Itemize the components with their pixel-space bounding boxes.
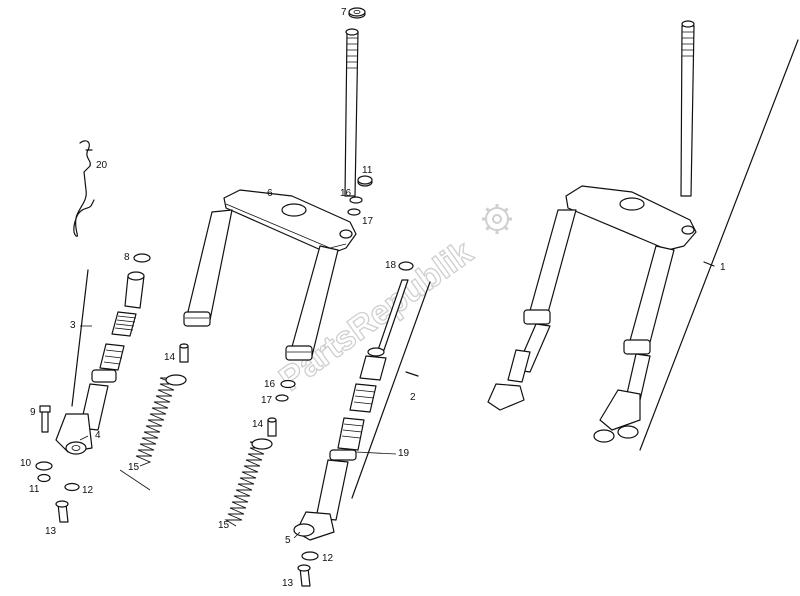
label-11-upper: 11 (362, 165, 373, 176)
label-4: 4 (95, 430, 101, 441)
part-labels: 1 2 3 4 5 6 7 8 9 10 11 11 12 12 13 13 1… (20, 7, 726, 589)
hardware-16-17-middle (275, 379, 296, 402)
label-16-middle: 16 (264, 379, 276, 390)
label-15-middle: 15 (218, 520, 230, 531)
leader-lines (79, 325, 397, 539)
assembled-fork-1 (487, 20, 799, 451)
wire-clip-20 (73, 140, 95, 237)
label-15-left: 15 (128, 462, 140, 473)
label-13-left: 13 (45, 526, 57, 537)
label-13-bottom: 13 (282, 578, 294, 589)
label-14-middle: 14 (252, 419, 264, 430)
label-18: 18 (385, 260, 397, 271)
label-12-left: 12 (82, 485, 94, 496)
label-14-left: 14 (164, 352, 176, 363)
watermark-gear-icon (482, 204, 512, 234)
label-2: 2 (410, 392, 416, 403)
label-3: 3 (70, 320, 76, 331)
spring-15-left (135, 374, 187, 467)
label-9: 9 (30, 407, 36, 418)
label-1: 1 (720, 262, 726, 273)
label-17-middle: 17 (261, 395, 273, 406)
label-10: 10 (20, 458, 32, 469)
label-19: 19 (398, 448, 410, 459)
hardware-left (35, 405, 80, 523)
fork-leg-2 (293, 261, 431, 541)
spring-15-right (224, 438, 273, 527)
upper-fork-assembly (183, 7, 366, 361)
label-5: 5 (285, 535, 291, 546)
hardware-11-16-17-upper (347, 175, 373, 216)
nut-7 (348, 7, 366, 19)
label-20: 20 (96, 160, 108, 171)
label-7: 7 (341, 7, 347, 18)
label-11-left: 11 (29, 484, 40, 495)
label-16-upper: 16 (340, 188, 352, 199)
label-17-upper: 17 (362, 216, 374, 227)
label-12-bottom: 12 (322, 553, 334, 564)
label-6: 6 (267, 188, 273, 199)
fork-leg-3 (55, 253, 151, 455)
hardware-bottom-middle (297, 551, 319, 587)
label-8: 8 (124, 252, 130, 263)
pins-14 (179, 343, 277, 437)
